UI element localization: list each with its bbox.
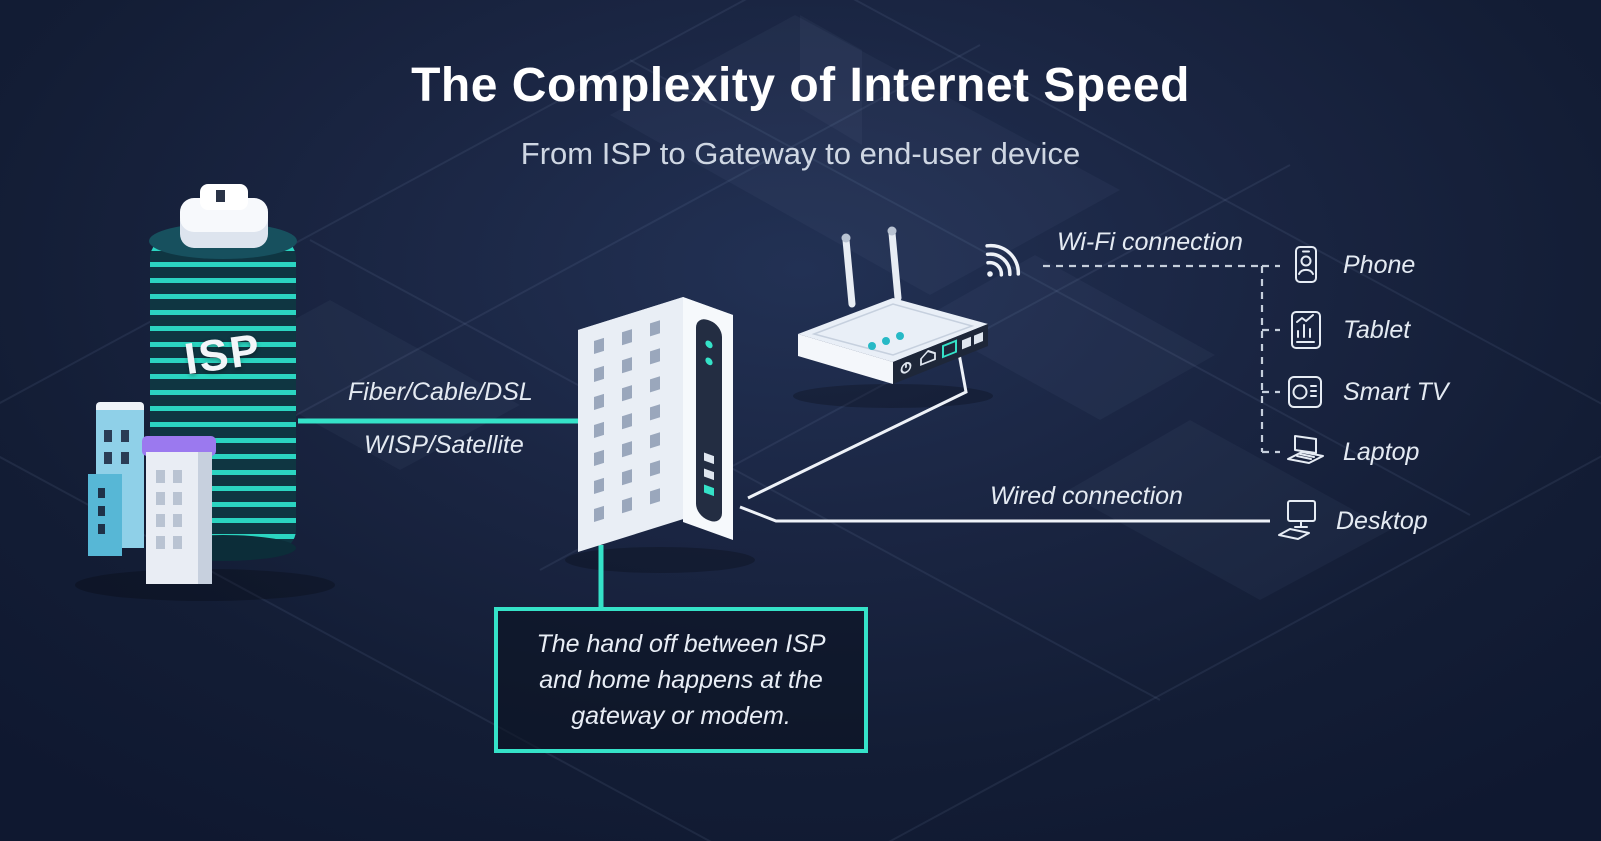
router-gateway-cable	[747, 347, 968, 500]
wifi-router-illustration	[798, 226, 988, 384]
callout-text-line3: gateway or modem.	[571, 702, 791, 730]
gateway-modem-illustration	[578, 297, 733, 552]
isp-building-rooftop	[180, 184, 268, 248]
wifi-signal-icon	[985, 243, 1021, 277]
page-subtitle: From ISP to Gateway to end-user device	[520, 136, 1081, 171]
device-item-tablet: Tablet	[1283, 308, 1410, 352]
isp-link-label-top: Fiber/Cable/DSL	[348, 378, 533, 406]
isp-link-label-bottom: WISP/Satellite	[364, 431, 524, 459]
router-status-lights	[868, 332, 904, 350]
device-label-smart-tv: Smart TV	[1343, 377, 1449, 406]
gateway-callout-box: The hand off between ISP and home happen…	[494, 607, 868, 753]
device-item-laptop: Laptop	[1283, 430, 1419, 474]
router-ports	[900, 332, 983, 374]
smart-tv-icon	[1288, 376, 1322, 408]
wired-connection-line	[739, 505, 1270, 523]
shadows	[75, 384, 993, 601]
device-label-phone: Phone	[1343, 250, 1416, 279]
callout-text-line1: The hand off between ISP	[536, 630, 826, 658]
desktop-icon	[1278, 500, 1316, 540]
wifi-connection-label: Wi-Fi connection	[1057, 228, 1243, 256]
router-antennas	[842, 229, 902, 308]
device-item-phone: Phone	[1283, 243, 1415, 287]
device-item-smart-tv: Smart TV	[1283, 370, 1449, 414]
callout-text-line2: and home happens at the	[539, 666, 823, 694]
modem-side-face	[683, 297, 733, 541]
device-label-desktop: Desktop	[1336, 506, 1428, 535]
phone-icon	[1295, 246, 1317, 283]
page-title: The Complexity of Internet Speed	[411, 59, 1190, 112]
device-label-tablet: Tablet	[1343, 315, 1411, 344]
modem-front-face	[578, 297, 683, 552]
city-buildings-illustration	[88, 402, 216, 584]
laptop-icon	[1287, 435, 1324, 464]
wired-connection-label: Wired connection	[990, 482, 1183, 510]
tablet-icon	[1291, 311, 1321, 349]
device-label-laptop: Laptop	[1343, 437, 1420, 466]
device-item-desktop: Desktop	[1274, 498, 1428, 544]
wifi-dashed-lines	[1043, 264, 1280, 454]
